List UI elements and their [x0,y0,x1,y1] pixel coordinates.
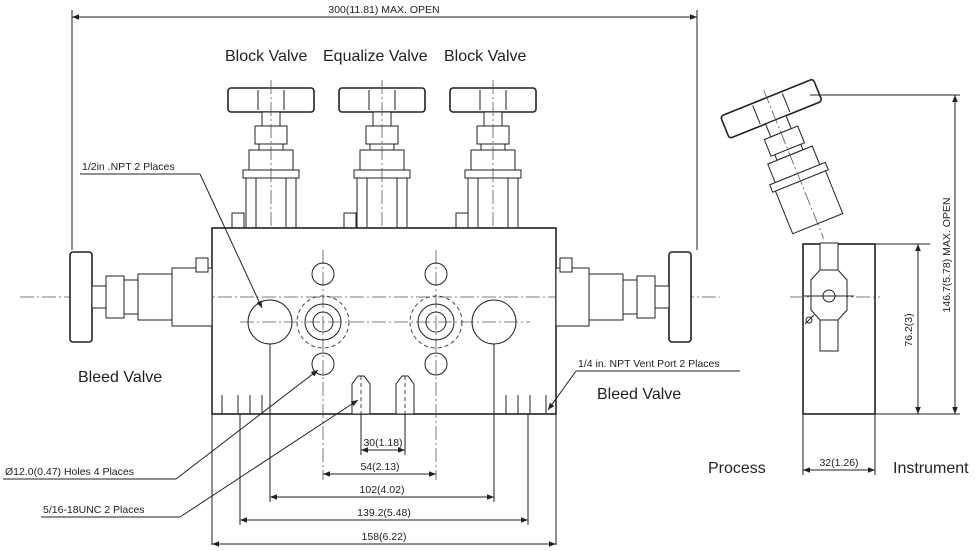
callout-vent-port: 1/4 in. NPT Vent Port 2 Places [547,358,740,411]
bleed-valve-right [555,251,692,343]
label-bleed-valve-right: Bleed Valve [597,386,681,403]
manifold-body [20,227,720,545]
dim-32: 32(1.26) [819,457,858,469]
label-process: Process [708,460,766,477]
bleed-valve-left [69,251,213,343]
callout-unc: 5/16-18UNC 2 Places [41,399,359,518]
callout-holes: Ø12.0(0.47) Holes 4 Places [3,369,319,480]
dim-139: 139.2(5.48) [357,507,411,519]
callout-npt-half: 1/2in .NPT 2 Places [80,161,263,309]
dim-54: 54(2.13) [360,461,399,473]
side-view [720,78,960,475]
dim-102: 102(4.02) [360,484,405,496]
svg-text:Ø12.0(0.47) Holes 4 Places: Ø12.0(0.47) Holes 4 Places [5,466,134,478]
svg-text:5/16-18UNC 2 Places: 5/16-18UNC 2 Places [43,504,145,516]
label-instrument: Instrument [893,460,969,477]
label-equalize-valve: Equalize Valve [323,48,428,65]
vertical-valve-left [227,80,315,229]
overall-width-dimension: 300(11.81) MAX. OPEN [71,4,698,250]
bottom-dimensions: 30(1.18) 54(2.13) 102(4.02) 139.2(5.48) … [212,344,556,547]
vertical-valve-right [449,80,537,229]
dim-146: 146.7(5.78) MAX. OPEN [941,198,953,313]
vertical-valve-center [338,80,426,229]
dim-158: 158(6.22) [362,531,407,543]
svg-text:1/2in .NPT 2 Places: 1/2in .NPT 2 Places [82,161,175,173]
svg-text:1/4 in. NPT Vent Port 2 Places: 1/4 in. NPT Vent Port 2 Places [578,358,720,370]
dim-30: 30(1.18) [363,437,402,449]
label-block-valve-right: Block Valve [444,48,527,65]
dim-max-open-width: 300(11.81) MAX. OPEN [328,4,439,16]
dim-76: 76.2(3) [903,313,915,346]
label-block-valve-left: Block Valve [225,48,308,65]
label-bleed-valve-left: Bleed Valve [78,369,162,386]
